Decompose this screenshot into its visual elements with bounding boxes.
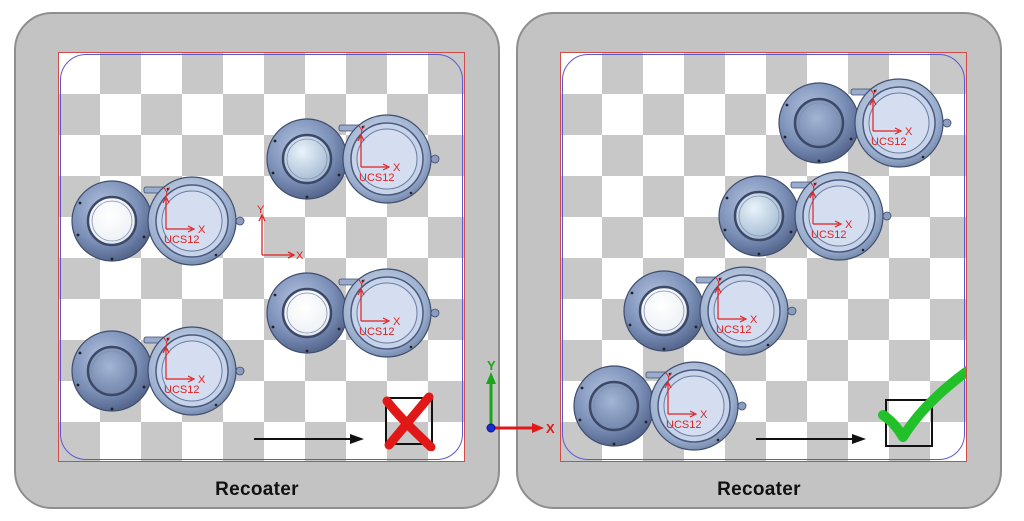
- part: Y X UCS12: [64, 173, 245, 269]
- recoater-label: Recoater: [717, 479, 801, 500]
- part: Y X UCS12: [771, 75, 952, 171]
- svg-text:X: X: [198, 224, 206, 236]
- svg-text:Y: Y: [163, 186, 171, 198]
- svg-text:UCS12: UCS12: [359, 172, 394, 184]
- svg-text:X: X: [393, 316, 401, 328]
- svg-text:X: X: [393, 162, 401, 174]
- recoater-arrow-icon: [756, 434, 866, 444]
- part: Y X UCS12: [64, 323, 245, 419]
- svg-text:Y: Y: [810, 181, 818, 193]
- build-plate-left: Y X UCS12 Y X UCS12: [58, 52, 465, 462]
- svg-text:X: X: [700, 409, 708, 421]
- right-build-panel: Y X UCS12 Y X UCS12: [516, 12, 1002, 509]
- recoater-label: Recoater: [215, 479, 299, 500]
- recoater-arrow-icon: [254, 434, 364, 444]
- part: Y X UCS12: [711, 168, 892, 264]
- svg-text:X: X: [845, 219, 853, 231]
- red-x-icon: [382, 392, 436, 451]
- svg-text:Y: Y: [665, 371, 673, 383]
- svg-text:Y: Y: [358, 278, 366, 290]
- svg-text:X: X: [750, 314, 758, 326]
- status-box: [382, 392, 436, 451]
- svg-text:Y: Y: [358, 124, 366, 136]
- svg-text:Y: Y: [870, 88, 878, 100]
- green-check-icon: [878, 365, 966, 442]
- svg-text:X: X: [905, 126, 913, 138]
- svg-text:UCS12: UCS12: [164, 234, 199, 246]
- global-y-label: Y: [487, 360, 496, 373]
- svg-text:Y: Y: [715, 276, 723, 288]
- svg-text:UCS12: UCS12: [871, 136, 906, 148]
- part: Y X UCS12: [616, 263, 797, 359]
- svg-text:UCS12: UCS12: [164, 384, 199, 396]
- build-plate-right: Y X UCS12 Y X UCS12: [560, 52, 967, 462]
- svg-text:Y: Y: [163, 336, 171, 348]
- svg-text:X: X: [198, 374, 206, 386]
- svg-text:UCS12: UCS12: [359, 326, 394, 338]
- global-coordinate-axes: Y X: [486, 360, 555, 436]
- svg-text:UCS12: UCS12: [716, 324, 751, 336]
- svg-text:UCS12: UCS12: [811, 229, 846, 241]
- axis-y-label: Y: [257, 204, 265, 216]
- part: Y X UCS12: [566, 358, 747, 454]
- svg-text:UCS12: UCS12: [666, 419, 701, 431]
- status-box: [878, 365, 966, 447]
- local-axis-marker: Y X: [257, 204, 304, 262]
- axis-x-label: X: [296, 250, 304, 262]
- part: Y X UCS12: [259, 111, 440, 207]
- global-x-label: X: [546, 421, 555, 436]
- left-build-panel: Y X UCS12 Y X UCS12: [14, 12, 500, 509]
- part: Y X UCS12: [259, 265, 440, 361]
